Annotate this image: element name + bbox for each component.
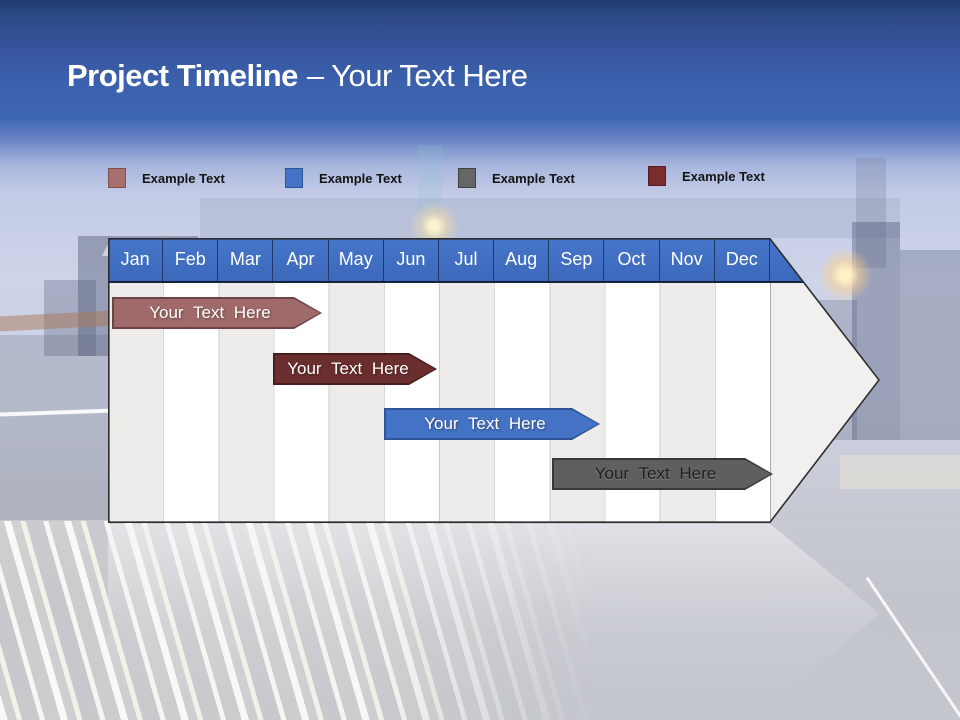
title-regular-text: – Your Text Here (306, 58, 528, 93)
month-cell-may[interactable]: May (328, 238, 384, 281)
timeline-bar-label: Your Text Here (594, 464, 717, 483)
legend-label: Example Text (682, 168, 765, 184)
legend-label: Example Text (319, 170, 402, 186)
legend-swatch-blue (285, 168, 303, 188)
water-reflection (840, 455, 960, 489)
legend-item-3[interactable]: Example Text (458, 168, 575, 188)
city-building (900, 250, 960, 440)
timeline-bar-label: Your Text Here (424, 414, 546, 433)
timeline-bar-rose[interactable]: Your Text Here (112, 297, 322, 329)
legend-item-2[interactable]: Example Text (285, 168, 402, 188)
legend-item-1[interactable]: Example Text (108, 168, 225, 188)
month-cell-jan[interactable]: Jan (108, 238, 164, 281)
page-title[interactable]: Project Timeline– Your Text Here (67, 58, 528, 94)
legend-label: Example Text (492, 170, 575, 186)
month-cell-nov[interactable]: Nov (659, 238, 715, 281)
timeline-bar-blue[interactable]: Your Text Here (384, 408, 600, 440)
legend-label: Example Text (142, 170, 225, 186)
title-bold-text: Project Timeline (67, 58, 298, 93)
month-cell-jun[interactable]: Jun (383, 238, 439, 281)
timeline-bar-label: Your Text Here (149, 303, 271, 322)
streetlight-glow (816, 246, 874, 304)
timeline-bar-gray[interactable]: Your Text Here (552, 458, 773, 490)
month-cell-mar[interactable]: Mar (218, 238, 274, 281)
timeline-bar-maroon[interactable]: Your Text Here (273, 353, 437, 385)
table-reflection (108, 524, 880, 704)
month-cell-dec[interactable]: Dec (714, 238, 770, 281)
month-cell-aug[interactable]: Aug (494, 238, 550, 281)
month-cell-apr[interactable]: Apr (273, 238, 329, 281)
guardrail-line (865, 576, 960, 720)
month-cell-sep[interactable]: Sep (549, 238, 605, 281)
month-cell-jul[interactable]: Jul (438, 238, 495, 281)
timeline-bar-label: Your Text Here (287, 359, 409, 378)
timeline-table: Jan Feb Mar Apr May Jun Jul Aug Sep Oct … (108, 238, 880, 523)
legend-swatch-rose (108, 168, 126, 188)
month-header-row: Jan Feb Mar Apr May Jun Jul Aug Sep Oct … (108, 238, 880, 283)
city-skyline-band (200, 198, 900, 238)
legend-item-4[interactable]: Example Text (648, 166, 765, 186)
month-cell-oct[interactable]: Oct (604, 238, 660, 281)
month-cell-feb[interactable]: Feb (163, 238, 219, 281)
legend-swatch-maroon (648, 166, 666, 186)
legend-swatch-gray (458, 168, 476, 188)
